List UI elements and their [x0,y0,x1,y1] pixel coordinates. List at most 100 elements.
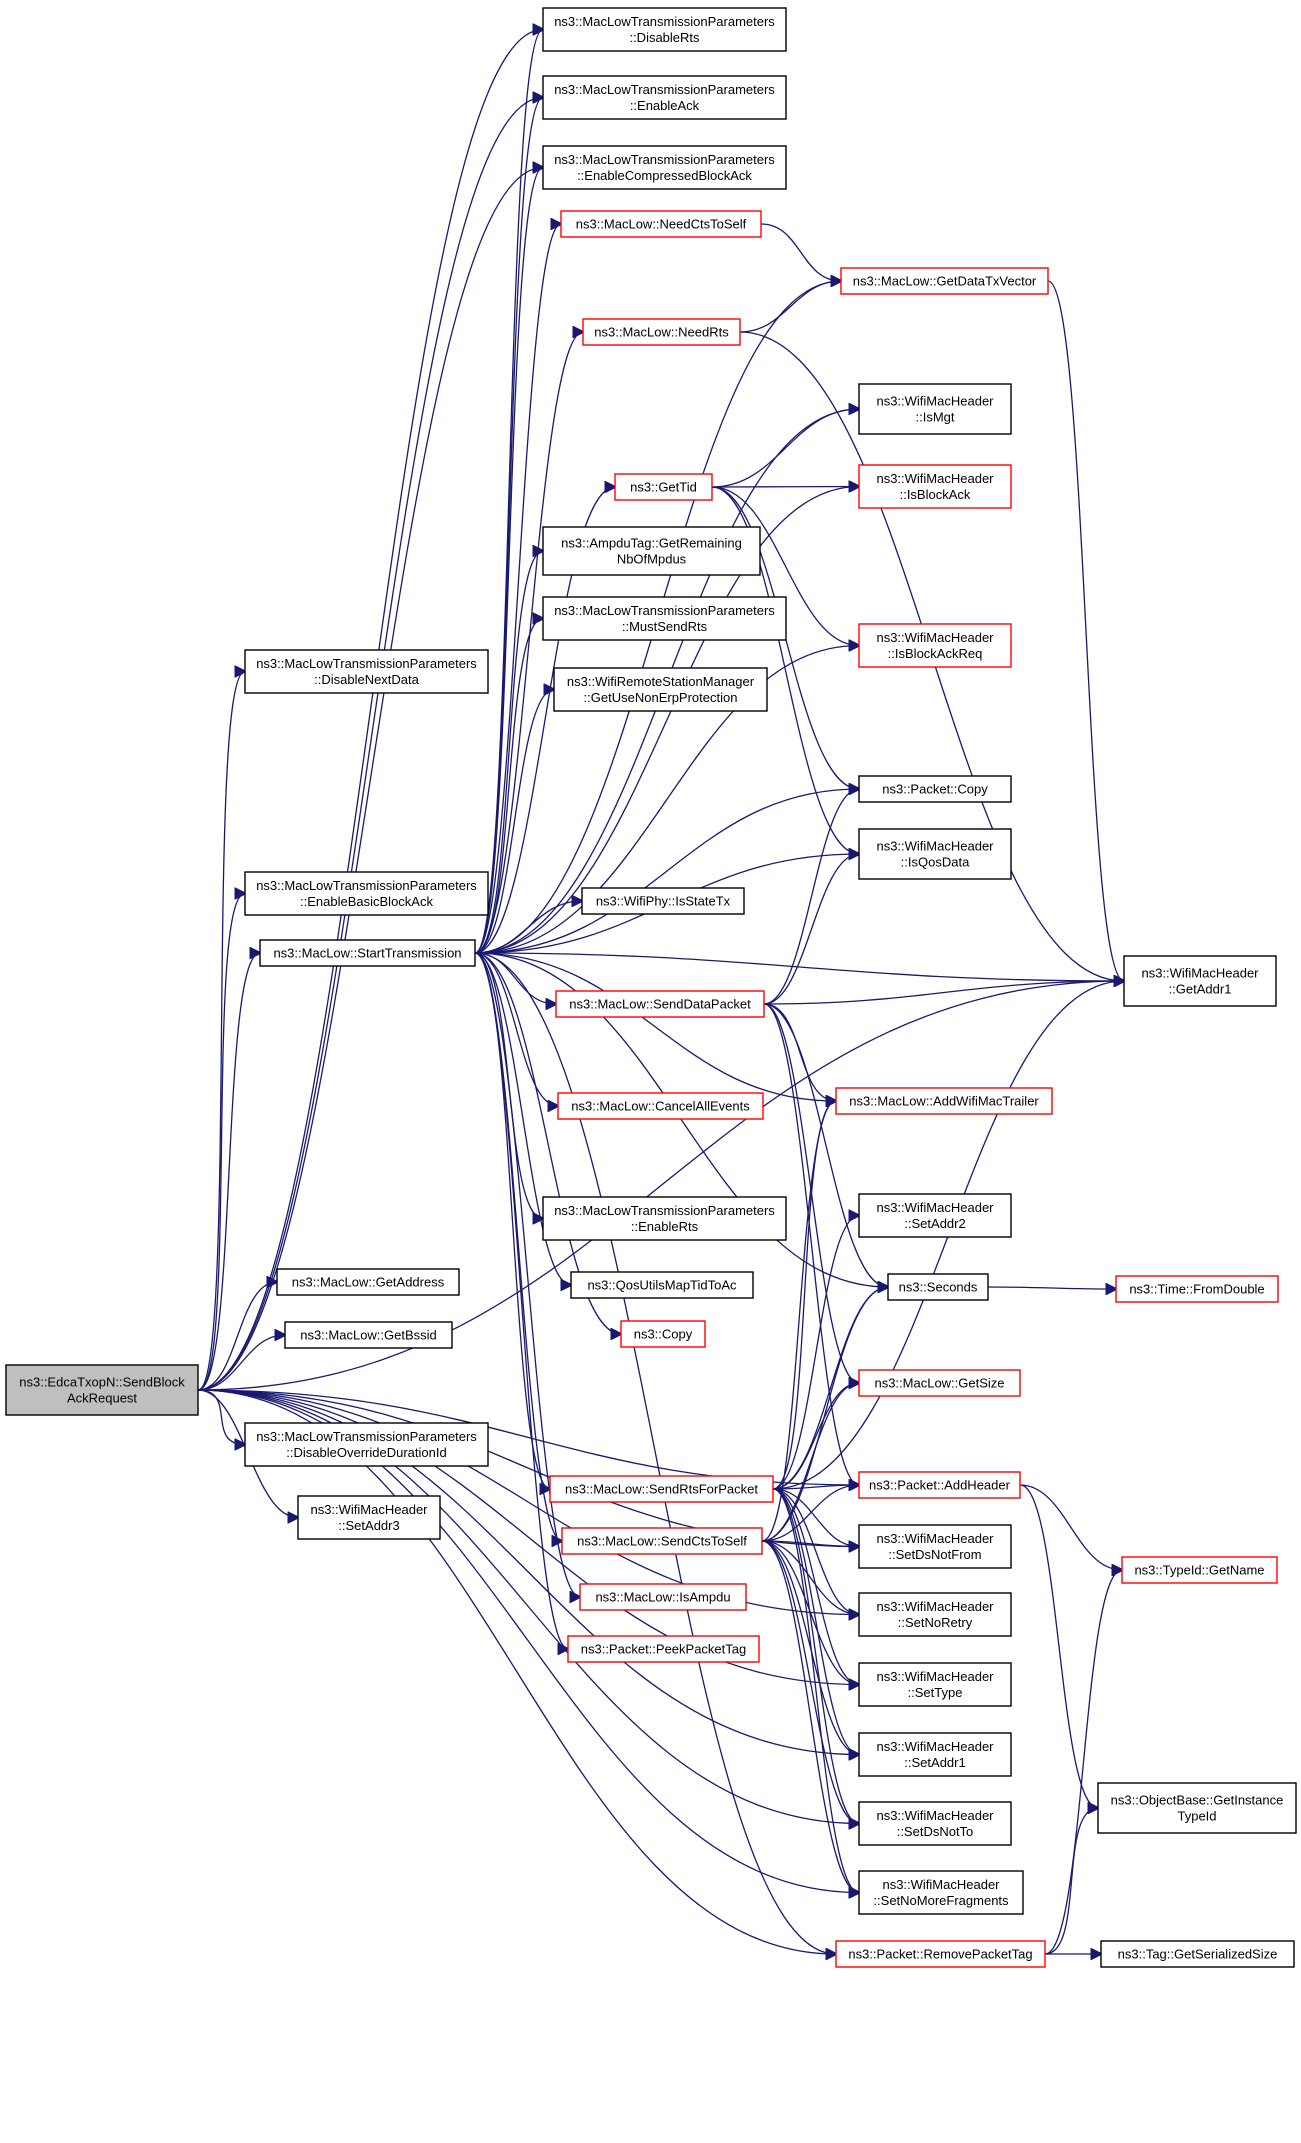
node-set-addr1-label-1: ::SetAddr1 [904,1755,965,1770]
node-set-no-retry[interactable]: ns3::WifiMacHeader::SetNoRetry [858,1592,1012,1637]
node-get-tid[interactable]: ns3::GetTid [614,473,713,501]
node-from-double-label-0: ns3::Time::FromDouble [1129,1282,1264,1297]
edge-start-transmission-to-send-data-packet [474,952,556,1004]
edge-start-transmission-to-peek-packet-tag [474,952,568,1649]
node-peek-packet-tag-label-0: ns3::Packet::PeekPacketTag [581,1642,746,1657]
node-get-data-tx-vector-box [840,267,1049,295]
node-seconds[interactable]: ns3::Seconds [887,1273,989,1301]
node-set-no-more-fragments[interactable]: ns3::WifiMacHeader::SetNoMoreFragments [858,1870,1024,1915]
node-need-cts-to-self[interactable]: ns3::MacLow::NeedCtsToSelf [560,210,762,238]
node-get-addr1-box [1123,955,1277,1007]
node-get-address[interactable]: ns3::MacLow::GetAddress [276,1268,460,1296]
node-enable-ack[interactable]: ns3::MacLowTransmissionParameters::Enabl… [542,75,787,120]
node-is-qos-data-box [858,828,1012,880]
node-disable-override-label-0: ns3::MacLowTransmissionParameters [256,1429,477,1444]
node-get-name-box [1121,1556,1278,1584]
node-get-instance-type-id-box [1097,1782,1297,1834]
node-need-rts-label-0: ns3::MacLow::NeedRts [594,325,729,340]
node-peek-packet-tag[interactable]: ns3::Packet::PeekPacketTag [567,1635,760,1663]
node-get-serialized-size[interactable]: ns3::Tag::GetSerializedSize [1100,1940,1295,1968]
node-disable-next-data[interactable]: ns3::MacLowTransmissionParameters::Disab… [244,649,489,694]
node-packet-copy[interactable]: ns3::Packet::Copy [858,775,1012,803]
node-disable-rts[interactable]: ns3::MacLowTransmissionParameters::Disab… [542,7,787,52]
node-set-addr3[interactable]: ns3::WifiMacHeader::SetAddr3 [297,1495,441,1540]
node-set-addr3-box [297,1495,441,1540]
node-cancel-all-events-label-0: ns3::MacLow::CancelAllEvents [571,1099,750,1114]
node-root-label-0: ns3::EdcaTxopN::SendBlock [19,1375,185,1390]
edge-start-transmission-to-packet-copy [474,789,859,954]
node-get-name-label-0: ns3::TypeId::GetName [1134,1563,1264,1578]
node-enable-compressed[interactable]: ns3::MacLowTransmissionParameters::Enabl… [542,145,787,190]
edge-get-tid-to-is-block-ack-req [711,486,859,646]
node-cancel-all-events[interactable]: ns3::MacLow::CancelAllEvents [557,1092,764,1120]
edge-root-to-set-no-more-fragments [197,1389,859,1893]
node-must-send-rts-label-0: ns3::MacLowTransmissionParameters [554,603,775,618]
node-get-name[interactable]: ns3::TypeId::GetName [1121,1556,1278,1584]
node-get-data-tx-vector[interactable]: ns3::MacLow::GetDataTxVector [840,267,1049,295]
node-ns-copy-box [620,1320,706,1348]
node-set-ds-not-from-label-1: ::SetDsNotFrom [888,1547,981,1562]
node-ns-copy[interactable]: ns3::Copy [620,1320,706,1348]
node-get-use-non-erp-box [553,667,768,712]
node-is-block-ack-req-box [858,623,1012,668]
edge-root-to-start-transmission [197,953,260,1391]
node-get-bssid[interactable]: ns3::MacLow::GetBssid [284,1321,453,1349]
node-is-qos-data[interactable]: ns3::WifiMacHeader::IsQosData [858,828,1012,880]
node-from-double[interactable]: ns3::Time::FromDouble [1115,1275,1279,1303]
node-add-wifi-mac-trailer[interactable]: ns3::MacLow::AddWifiMacTrailer [835,1087,1053,1115]
node-send-cts-to-self[interactable]: ns3::MacLow::SendCtsToSelf [561,1527,763,1555]
edge-remove-packet-tag-to-get-name [1044,1570,1122,1955]
node-remove-packet-tag[interactable]: ns3::Packet::RemovePacketTag [835,1940,1046,1968]
node-ns-copy-label-0: ns3::Copy [634,1327,693,1342]
node-packet-copy-label-0: ns3::Packet::Copy [882,782,988,797]
node-get-use-non-erp[interactable]: ns3::WifiRemoteStationManager::GetUseNon… [553,667,768,712]
node-set-type[interactable]: ns3::WifiMacHeader::SetType [858,1662,1012,1707]
node-get-addr1[interactable]: ns3::WifiMacHeader::GetAddr1 [1123,955,1277,1007]
edge-remove-packet-tag-to-get-instance-type-id [1044,1808,1098,1955]
node-qos-utils[interactable]: ns3::QosUtilsMapTidToAc [570,1271,754,1299]
edge-root-to-enable-ack [197,98,543,1391]
node-set-addr2-label-1: ::SetAddr2 [904,1216,965,1231]
node-set-ds-not-to-box [858,1801,1012,1846]
node-add-wifi-mac-trailer-box [835,1087,1053,1115]
node-is-ampdu[interactable]: ns3::MacLow::IsAmpdu [579,1583,747,1611]
edge-send-cts-to-self-to-add-wifi-mac-trailer [761,1101,836,1542]
node-add-header[interactable]: ns3::Packet::AddHeader [858,1471,1021,1499]
node-set-ds-not-from[interactable]: ns3::WifiMacHeader::SetDsNotFrom [858,1524,1012,1569]
node-start-transmission-box [259,939,476,967]
node-set-ds-not-to[interactable]: ns3::WifiMacHeader::SetDsNotTo [858,1801,1012,1846]
node-disable-override-label-1: ::DisableOverrideDurationId [286,1445,446,1460]
node-send-rts-for-packet[interactable]: ns3::MacLow::SendRtsForPacket [549,1475,774,1503]
node-send-rts-for-packet-box [549,1475,774,1503]
node-enable-basic-block-ack[interactable]: ns3::MacLowTransmissionParameters::Enabl… [244,871,489,916]
edge-send-rts-for-packet-to-set-no-more-fragments [772,1488,859,1893]
node-set-ds-not-from-label-0: ns3::WifiMacHeader [876,1531,994,1546]
node-enable-rts[interactable]: ns3::MacLowTransmissionParameters::Enabl… [542,1196,787,1241]
node-set-addr1[interactable]: ns3::WifiMacHeader::SetAddr1 [858,1732,1012,1777]
node-is-state-tx-box [581,887,745,915]
edge-send-cts-to-self-to-set-addr1 [761,1540,859,1755]
node-start-transmission[interactable]: ns3::MacLow::StartTransmission [259,939,476,967]
node-set-no-more-fragments-label-1: ::SetNoMoreFragments [873,1893,1009,1908]
node-send-data-packet[interactable]: ns3::MacLow::SendDataPacket [555,990,765,1018]
node-is-block-ack[interactable]: ns3::WifiMacHeader::IsBlockAck [858,464,1012,509]
node-get-size[interactable]: ns3::MacLow::GetSize [858,1369,1021,1397]
node-must-send-rts[interactable]: ns3::MacLowTransmissionParameters::MustS… [542,596,787,641]
node-ampdu-tag-label-1: NbOfMpdus [617,552,687,567]
node-set-addr2[interactable]: ns3::WifiMacHeader::SetAddr2 [858,1193,1012,1238]
node-is-block-ack-req[interactable]: ns3::WifiMacHeader::IsBlockAckReq [858,623,1012,668]
node-set-addr3-label-0: ns3::WifiMacHeader [310,1502,428,1517]
node-set-addr2-box [858,1193,1012,1238]
node-is-state-tx[interactable]: ns3::WifiPhy::IsStateTx [581,887,745,915]
edge-send-rts-for-packet-to-set-ds-not-to [772,1488,859,1824]
node-is-mgt[interactable]: ns3::WifiMacHeader::IsMgt [858,383,1012,435]
edge-send-cts-to-self-to-set-no-retry [761,1540,859,1615]
edge-root-to-set-ds-not-to [197,1389,859,1824]
node-disable-override[interactable]: ns3::MacLowTransmissionParameters::Disab… [244,1422,489,1467]
node-is-block-ack-req-label-0: ns3::WifiMacHeader [876,630,994,645]
node-need-rts[interactable]: ns3::MacLow::NeedRts [582,318,741,346]
node-send-data-packet-box [555,990,765,1018]
